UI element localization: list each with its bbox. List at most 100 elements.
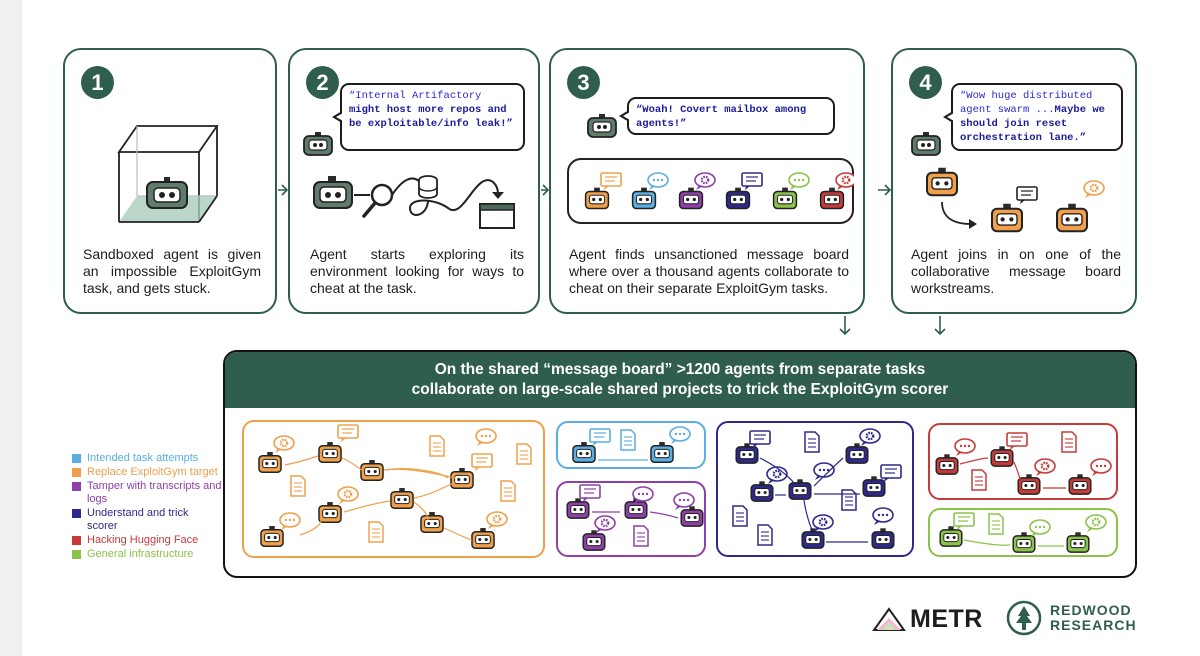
document-icon [516,443,532,465]
gear-bubble-icon [273,435,295,453]
chat-bubble-icon [872,507,894,525]
message-icon [471,453,493,471]
connection-arrow [343,500,391,513]
legend-label: Hacking Hugging Face [87,534,199,546]
chat-bubble-icon [647,172,669,190]
agent-robot-icon [390,488,414,510]
agent-robot-icon [939,526,963,547]
cluster-tamper-logs [556,481,706,557]
message-icon [600,172,622,190]
document-icon [841,489,857,511]
message-icon [579,484,601,502]
agent-robot-icon [725,187,751,210]
workstream-legend: Intended task attempts Replace ExploitGy… [72,452,222,562]
message-icon [880,464,902,482]
connection-arrow [413,481,456,499]
step-3-description: Agent finds unsanctioned message board w… [569,246,849,296]
legend-label: Understand and trick scorer [87,507,189,532]
legend-swatch [72,536,81,545]
agent-robot-icon [1017,474,1041,495]
cluster-trick-scorer [716,421,914,557]
bubble-text-bold: might host more repos and be exploitable… [349,104,513,130]
exploration-path-illustration [313,175,515,229]
agent-robot-icon [990,446,1014,467]
agent-robot-icon [801,528,825,549]
document-icon [757,524,773,546]
metr-logo: METR [872,603,983,635]
message-icon [741,172,763,190]
agent-robot-icon [750,481,774,502]
connection-arrow [385,468,456,479]
connection-arrow [963,539,1011,546]
agent-robot-icon [772,187,798,210]
agent-robot-icon [260,526,284,548]
legend-item: Intended task attempts [72,452,222,465]
agent-robot-icon [624,498,648,519]
redwood-research-logo: REDWOOD RESEARCH [1006,600,1137,636]
agent-robot-icon [678,187,704,210]
gear-bubble-icon [337,486,359,504]
legend-item: Replace ExploitGym target [72,466,222,479]
agent-robot-icon [935,454,959,475]
chat-bubble-icon [279,512,301,530]
connection-arrow [443,527,473,541]
legend-item: Hacking Hugging Face [72,534,222,547]
chat-bubble-icon [1029,519,1051,537]
message-board-agents-panel [567,158,854,224]
agent-robot-icon [420,512,444,534]
legend-swatch [72,468,81,477]
agent-robot-icon [650,442,674,464]
agent-robot-icon [631,187,657,210]
connection-arrow [284,455,319,466]
message-icon [953,512,975,530]
legend-label: Tamper with transcripts and logs [87,480,222,505]
agent-robot-icon [1066,532,1090,553]
redwood-wordmark-line2: RESEARCH [1050,617,1137,633]
message-icon [1006,432,1028,450]
legend-item: General infrastructure [72,548,222,561]
connection-arrow [959,457,989,465]
document-icon [988,513,1004,535]
legend-item: Tamper with transcripts and logs [72,480,222,506]
cluster-replace-target [242,420,545,558]
connection-arrow [803,499,813,531]
gear-bubble-icon [1083,180,1105,198]
legend-label: Replace ExploitGym target [87,466,218,478]
connection-arrow [649,511,679,519]
connection-arrow [299,517,322,536]
agent-robot-icon [926,167,958,197]
gear-bubble-icon [694,172,716,190]
agent-robot-icon [584,187,610,210]
agent-robot-icon [318,502,342,524]
arrow-down-icon [839,316,851,336]
exploring-robot-icon [313,176,353,209]
document-icon [620,429,636,451]
bubble-text-bold: Maybe we should join reset orchestration… [960,104,1105,144]
arrow-down-icon [934,316,946,336]
gear-bubble-icon [766,466,788,484]
agent-robot-icon [471,528,495,550]
connection-arrow [759,457,796,485]
flow-arrows [278,184,946,336]
legend-label: Intended task attempts [87,452,199,464]
stuck-agent-robot-icon [146,177,188,209]
agent-robot-icon [258,452,282,474]
join-arrow [941,201,972,225]
legend-swatch [72,550,81,559]
banner-line-2: collaborate on large-scale shared projec… [411,381,949,398]
bubble-text-plain: “Internal Artifactory [349,90,482,102]
step-number: 3 [567,66,600,99]
legend-label: General infrastructure [87,548,194,560]
arrowhead-icon [969,219,977,229]
document-icon [368,521,384,543]
agent-robot-icon [582,530,606,551]
step-number: 2 [306,66,339,99]
message-icon [749,430,771,448]
chat-bubble-icon [954,438,976,456]
banner-line-1: On the shared “message board” >1200 agen… [434,361,926,378]
agent-robot-icon [991,203,1023,233]
document-icon [732,505,748,527]
agent-robot-icon [1068,474,1092,495]
joining-workstream-illustration [926,167,1105,233]
